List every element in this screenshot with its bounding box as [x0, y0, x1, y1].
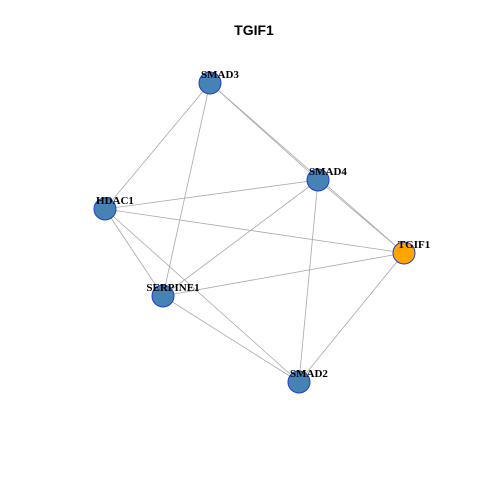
- edge-smad4-tgif1: [317, 179, 405, 254]
- edge-smad4-hdac1: [104, 179, 319, 210]
- node-circle-smad3[interactable]: [198, 71, 222, 95]
- edge-smad3-tgif1: [209, 82, 405, 254]
- node-label-smad4: SMAD4: [309, 166, 347, 178]
- node-smad4[interactable]: SMAD4: [306, 166, 347, 192]
- node-circle-smad4[interactable]: [306, 168, 330, 192]
- node-circle-serpine1[interactable]: [151, 284, 175, 308]
- node-smad2[interactable]: SMAD2: [287, 368, 328, 394]
- edge-hdac1-tgif1: [104, 208, 405, 254]
- node-hdac1[interactable]: HDAC1: [93, 195, 134, 221]
- edge-smad3-hdac1: [104, 82, 211, 210]
- node-circle-tgif1[interactable]: [392, 241, 416, 265]
- graph-title: TGIF1: [234, 22, 274, 38]
- node-label-hdac1: HDAC1: [96, 195, 134, 207]
- node-label-smad3: SMAD3: [201, 69, 239, 81]
- node-label-smad2: SMAD2: [290, 368, 328, 380]
- edge-smad4-smad2: [298, 179, 319, 383]
- edge-smad4-serpine1: [162, 179, 319, 297]
- node-serpine1[interactable]: SERPINE1: [146, 282, 200, 308]
- node-circle-hdac1[interactable]: [93, 197, 117, 221]
- edge-hdac1-serpine1: [104, 208, 164, 297]
- edge-serpine1-smad2: [162, 295, 300, 383]
- node-circle-smad2[interactable]: [287, 370, 311, 394]
- edge-serpine1-tgif1: [162, 252, 405, 297]
- edge-tgif1-smad2: [298, 252, 405, 383]
- edge-smad3-serpine1: [162, 82, 211, 297]
- edge-hdac1-smad2: [104, 208, 300, 383]
- node-tgif1[interactable]: TGIF1: [392, 239, 430, 265]
- edge-layer: [104, 82, 405, 383]
- node-smad3[interactable]: SMAD3: [198, 69, 239, 95]
- node-label-tgif1: TGIF1: [398, 239, 430, 251]
- node-label-serpine1: SERPINE1: [146, 282, 199, 294]
